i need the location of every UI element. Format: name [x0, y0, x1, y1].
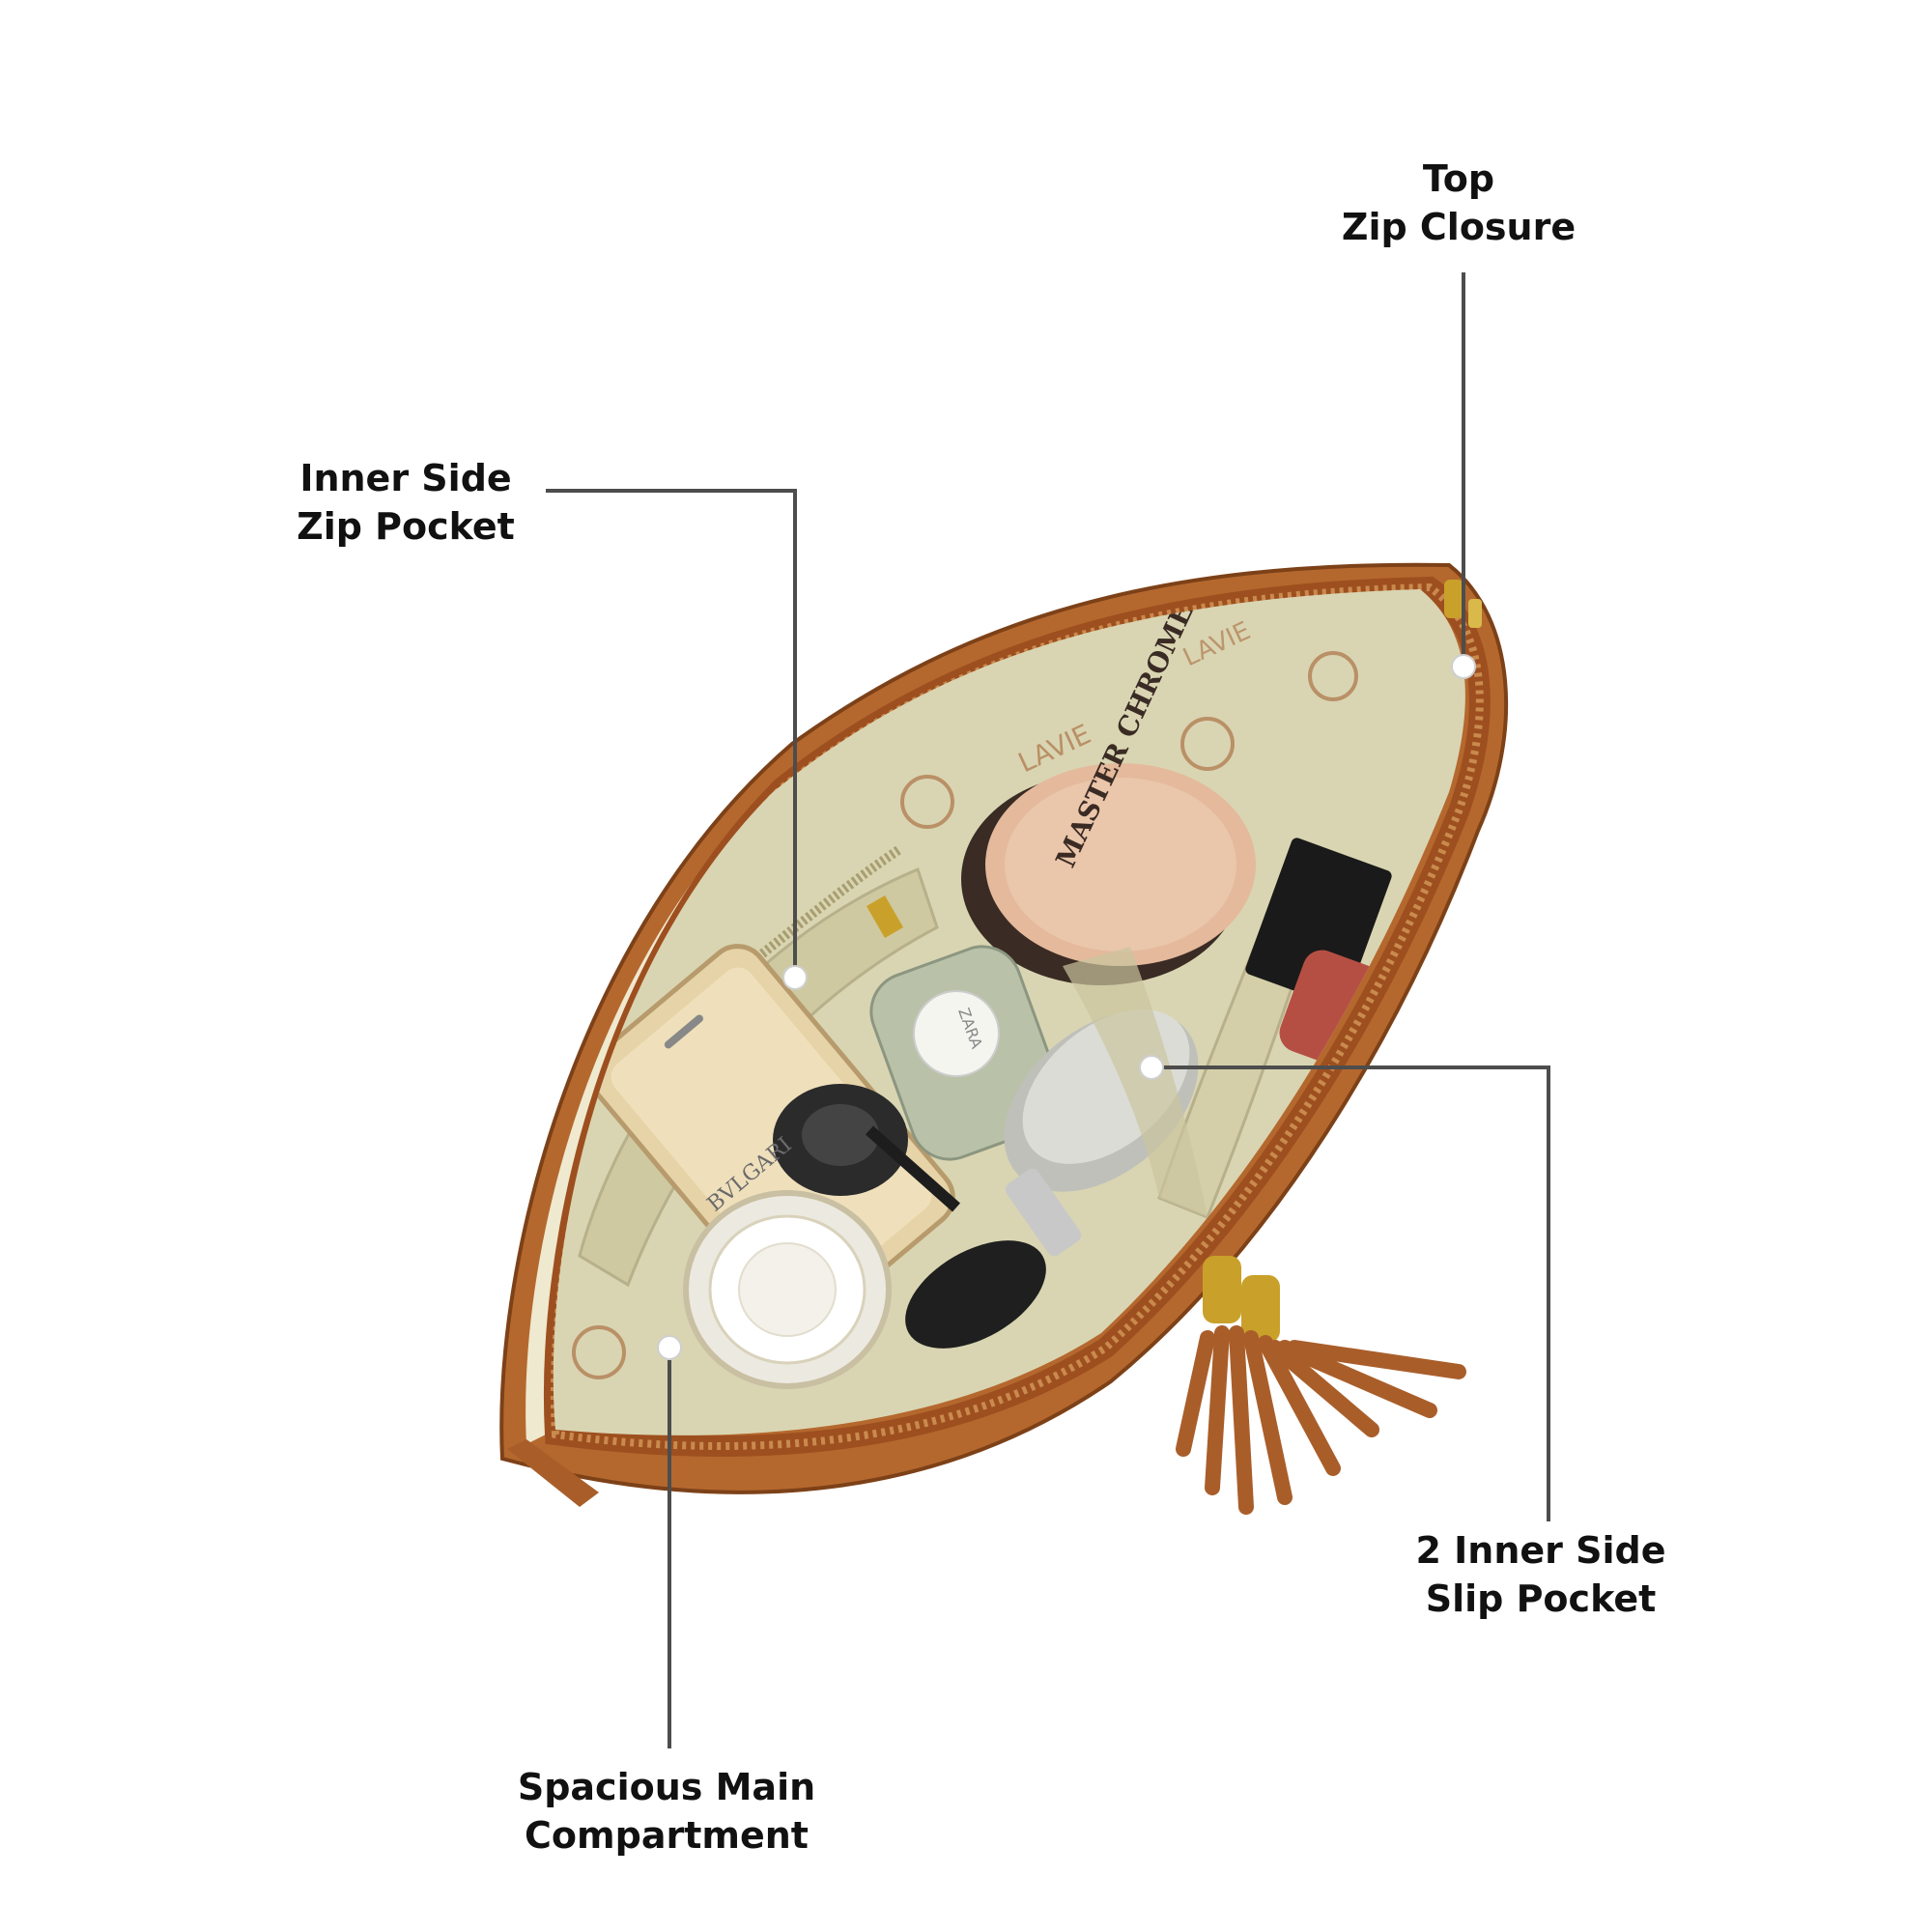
black-bottle [773, 1084, 960, 1212]
callout-inner-zip-line2: Zip Pocket [297, 505, 515, 548]
sunglasses [905, 1168, 1082, 1349]
callout-main-line2: Compartment [525, 1814, 809, 1857]
leader-line-slip [1151, 1065, 1550, 1521]
inner-slip-pocket-2 [1063, 947, 1208, 1217]
callout-inner-side-slip-pocket: 2 Inner Side Slip Pocket [1396, 1526, 1686, 1623]
callout-dot-slip [1139, 1055, 1164, 1080]
tassel [1176, 1256, 1466, 1515]
callout-inner-side-zip-pocket: Inner Side Zip Pocket [290, 454, 522, 551]
callout-top-zip-line2: Zip Closure [1341, 206, 1577, 248]
callout-slip-line2: Slip Pocket [1425, 1577, 1657, 1620]
callout-main-compartment: Spacious Main Compartment [502, 1763, 831, 1860]
callout-dot-main [657, 1335, 682, 1360]
callout-slip-line1: 2 Inner Side [1415, 1529, 1666, 1572]
callout-dot-top-zip [1451, 654, 1476, 679]
leader-lines [546, 272, 1550, 1748]
callout-inner-zip-line1: Inner Side [299, 457, 512, 499]
bag-interior-items: LAVIE LAVIE MASTER CHROME [572, 599, 1392, 1389]
top-zipper-pull [1444, 580, 1482, 628]
callout-top-zip-closure: Top Zip Closure [1333, 155, 1584, 251]
leader-line-inner-zip [546, 489, 797, 978]
callout-dot-inner-zip [782, 965, 808, 990]
callout-dots [657, 654, 1476, 1360]
callout-main-line1: Spacious Main [517, 1766, 816, 1808]
zip-pull-gold [866, 895, 904, 938]
strap-stub [507, 1439, 599, 1507]
lining-pattern [572, 651, 1358, 1379]
callout-top-zip-line1: Top [1422, 157, 1495, 200]
